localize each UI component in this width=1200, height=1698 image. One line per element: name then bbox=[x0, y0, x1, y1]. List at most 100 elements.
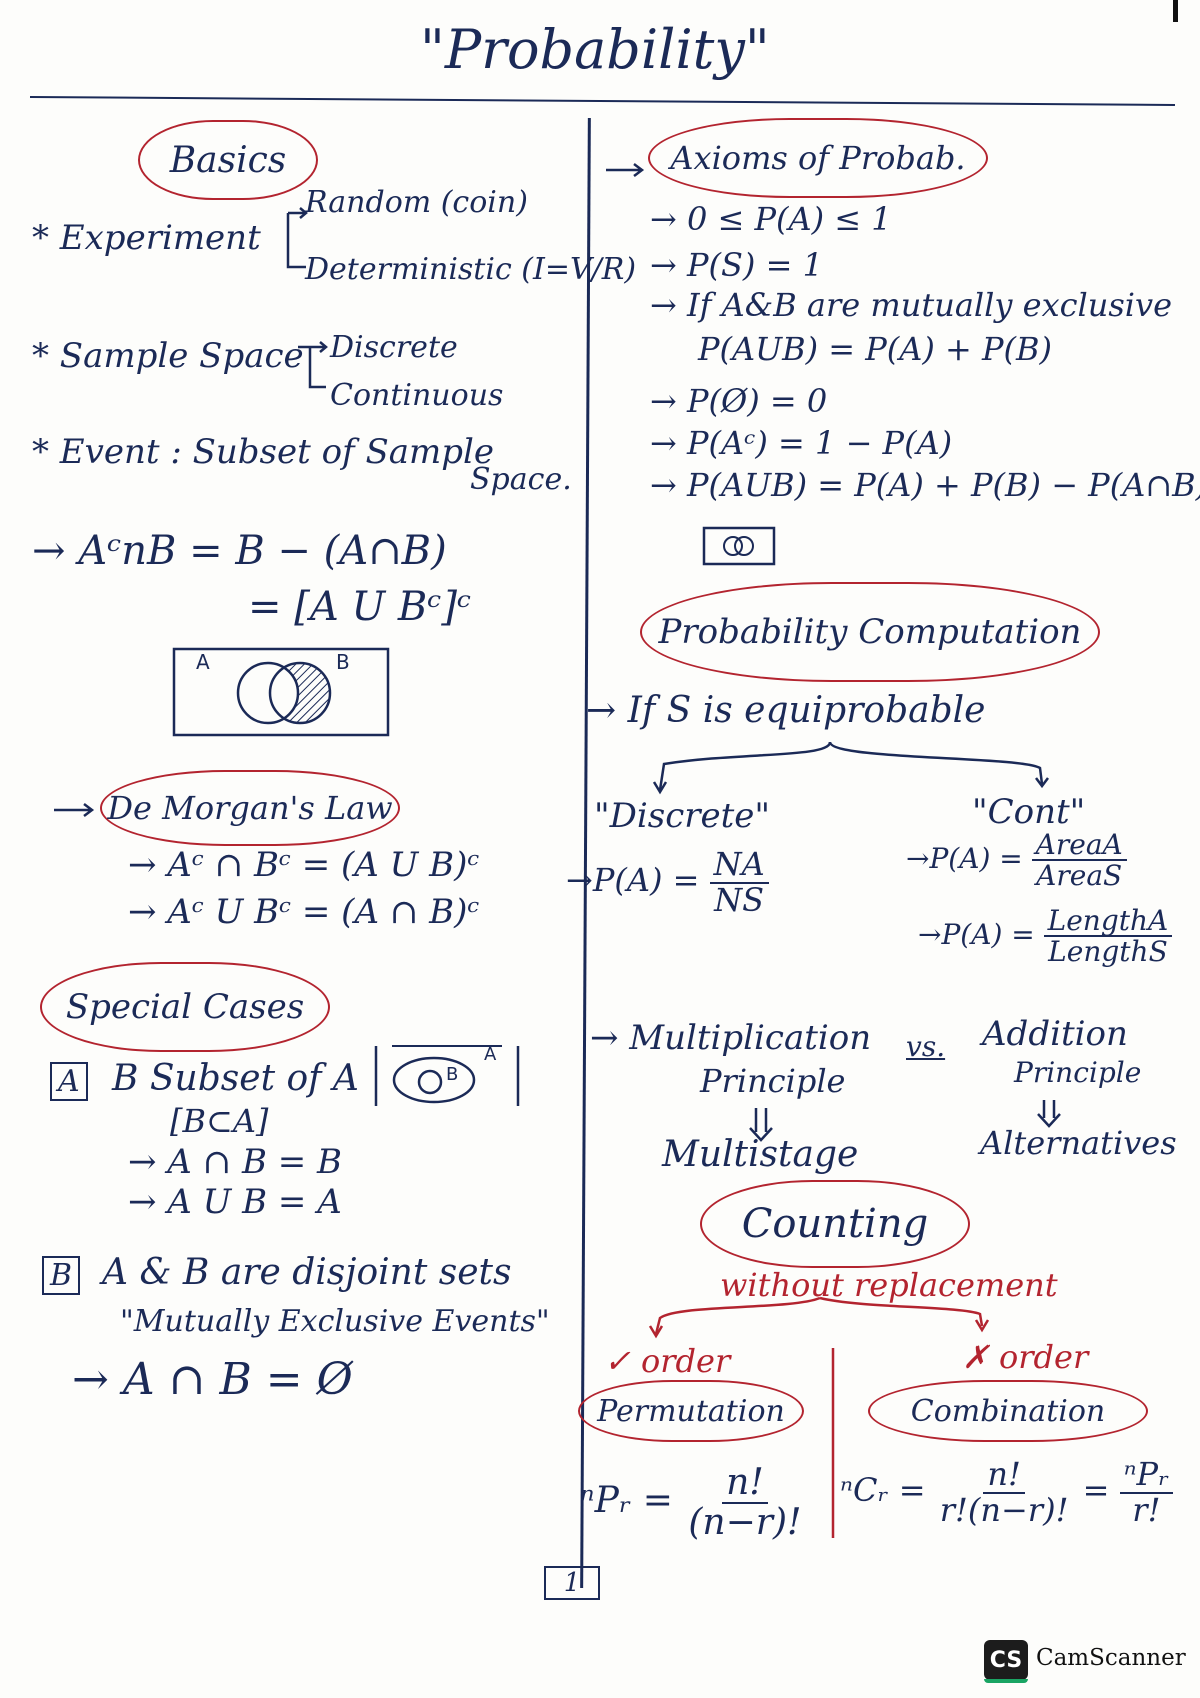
case-a-result-2: → A U B = A bbox=[128, 1182, 342, 1222]
complement-identity-2: = [A U Bᶜ]ᶜ bbox=[248, 584, 472, 630]
counting-cloud: Counting bbox=[700, 1180, 970, 1268]
axioms-cloud: Axioms of Probab. bbox=[648, 118, 988, 198]
case-a-text: B Subset of A bbox=[112, 1058, 359, 1099]
de-morgan-law-1: → Aᶜ ∩ Bᶜ = (A U B)ᶜ bbox=[128, 845, 480, 885]
discrete-formula-lhs: →P(A) = bbox=[566, 861, 700, 900]
event-definition: * Event : Subset of Sample bbox=[32, 432, 495, 472]
event-definition-cont: Space. bbox=[470, 462, 572, 497]
experiment-random: Random (coin) bbox=[305, 185, 528, 220]
equiprobable-line: → If S is equiprobable bbox=[586, 690, 986, 731]
area-formula-lhs: →P(A) = bbox=[906, 841, 1023, 875]
basics-heading: Basics bbox=[169, 139, 287, 181]
combination-den-2: r! bbox=[1132, 1490, 1161, 1529]
equiprobable-branch bbox=[652, 741, 1049, 795]
basics-cloud: Basics bbox=[138, 120, 318, 200]
special-cases-cloud: Special Cases bbox=[40, 962, 330, 1052]
combination-den: r!(n−r)! bbox=[939, 1490, 1069, 1529]
combination-heading: Combination bbox=[910, 1393, 1106, 1429]
case-a-diagram bbox=[374, 1045, 520, 1106]
permutation-heading: Permutation bbox=[597, 1393, 785, 1429]
camscanner-brand: CamScanner bbox=[1036, 1645, 1186, 1671]
axiom-1: → 0 ≤ P(A) ≤ 1 bbox=[650, 200, 892, 238]
permutation-den: (n−r)! bbox=[688, 1501, 802, 1543]
experiment-label: * Experiment bbox=[32, 218, 261, 258]
de-morgan-cloud: De Morgan's Law bbox=[100, 770, 400, 846]
arrow-icon bbox=[54, 803, 95, 817]
permutation-formula: ⁿPᵣ = n!(n−r)! bbox=[580, 1464, 806, 1542]
de-morgan-heading: De Morgan's Law bbox=[107, 789, 393, 827]
permutation-lhs: ⁿPᵣ = bbox=[580, 1479, 673, 1521]
page-title: "Probability" bbox=[420, 18, 770, 81]
case-a-tag: A bbox=[50, 1062, 88, 1101]
venn-union-diagram bbox=[702, 526, 776, 566]
case-b-text: A & B are disjoint sets bbox=[102, 1252, 512, 1293]
case-b-result: → A ∩ B = Ø bbox=[72, 1354, 353, 1405]
experiment-deterministic: Deterministic (I=V/R) bbox=[305, 252, 637, 287]
area-formula-den: AreaS bbox=[1036, 859, 1123, 893]
case-a-result-1: → A ∩ B = B bbox=[128, 1142, 343, 1182]
discrete-formula-den: NS bbox=[714, 880, 765, 919]
ordered-label: ✓ order bbox=[604, 1342, 731, 1380]
versus-label: vs. bbox=[906, 1030, 946, 1063]
special-cases-heading: Special Cases bbox=[65, 987, 305, 1027]
axiom-4: → P(Ø) = 0 bbox=[650, 382, 828, 420]
alternatives-label: Alternatives bbox=[980, 1124, 1177, 1162]
discrete-formula-num: NA bbox=[709, 847, 769, 884]
length-formula-num: LengthA bbox=[1043, 906, 1173, 938]
computation-heading: Probability Computation bbox=[658, 612, 1082, 652]
sample-space-branch bbox=[298, 341, 328, 389]
page-edge-mark bbox=[1173, 0, 1178, 22]
double-arrow-down-icon bbox=[749, 1108, 773, 1142]
sample-space-discrete: Discrete bbox=[330, 330, 458, 365]
axiom-3-formula: P(AUB) = P(A) + P(B) bbox=[698, 330, 1053, 368]
axiom-2: → P(S) = 1 bbox=[650, 246, 823, 284]
counting-divider bbox=[831, 1348, 835, 1538]
combination-num: n! bbox=[983, 1457, 1025, 1494]
counting-heading: Counting bbox=[741, 1201, 929, 1247]
permutation-num: n! bbox=[722, 1464, 768, 1504]
unordered-label: ✗ order bbox=[962, 1338, 1089, 1376]
axiom-3: → If A&B are mutually exclusive bbox=[650, 286, 1173, 324]
axiom-6: → P(AUB) = P(A) + P(B) − P(A∩B) bbox=[650, 466, 1200, 504]
experiment-branch bbox=[286, 207, 308, 269]
combination-eq: = bbox=[1082, 1471, 1110, 1510]
arrow-icon bbox=[606, 163, 645, 177]
computation-cloud: Probability Computation bbox=[640, 582, 1100, 682]
case-a-mini-a: A bbox=[484, 1044, 497, 1065]
case-b-quote: "Mutually Exclusive Events" bbox=[120, 1304, 550, 1339]
double-arrow-down-icon bbox=[1037, 1100, 1061, 1128]
addition-principle: Addition bbox=[982, 1014, 1128, 1054]
venn-label-b: B bbox=[336, 650, 350, 674]
case-b-tag: B bbox=[42, 1256, 81, 1295]
case-a-mini-b: B bbox=[446, 1064, 459, 1085]
case-a-set: [B⊂A] bbox=[170, 1102, 269, 1140]
complement-identity-1: → AᶜnB = B − (A∩B) bbox=[32, 528, 447, 574]
title-divider bbox=[30, 96, 1175, 106]
continuous-label: "Cont" bbox=[972, 792, 1086, 832]
permutation-cloud: Permutation bbox=[578, 1380, 804, 1442]
area-formula-num: AreaA bbox=[1031, 830, 1127, 862]
axioms-heading: Axioms of Probab. bbox=[670, 139, 966, 177]
sample-space-label: * Sample Space bbox=[32, 336, 304, 376]
multiplication-principle-2: Principle bbox=[700, 1062, 846, 1100]
combination-lhs: ⁿCᵣ = bbox=[840, 1471, 926, 1510]
combination-cloud: Combination bbox=[868, 1380, 1148, 1442]
multiplication-principle: → Multiplication bbox=[590, 1018, 872, 1058]
multistage-label: Multistage bbox=[662, 1134, 859, 1175]
venn-label-a: A bbox=[196, 650, 210, 674]
addition-principle-2: Principle bbox=[1014, 1056, 1142, 1089]
length-formula-den: LengthS bbox=[1048, 935, 1168, 969]
page-number: 1 bbox=[544, 1566, 600, 1600]
sample-space-continuous: Continuous bbox=[330, 378, 504, 413]
combination-num-2: ⁿPᵣ bbox=[1119, 1457, 1174, 1494]
counting-branch bbox=[648, 1296, 990, 1339]
discrete-label: "Discrete" bbox=[594, 796, 771, 836]
venn-diagram bbox=[172, 647, 390, 737]
counting-subheading: without replacement bbox=[720, 1266, 1058, 1304]
length-formula-lhs: →P(A) = bbox=[918, 917, 1035, 951]
de-morgan-law-2: → Aᶜ U Bᶜ = (A ∩ B)ᶜ bbox=[128, 892, 480, 932]
axiom-5: → P(Aᶜ) = 1 − P(A) bbox=[650, 424, 953, 462]
